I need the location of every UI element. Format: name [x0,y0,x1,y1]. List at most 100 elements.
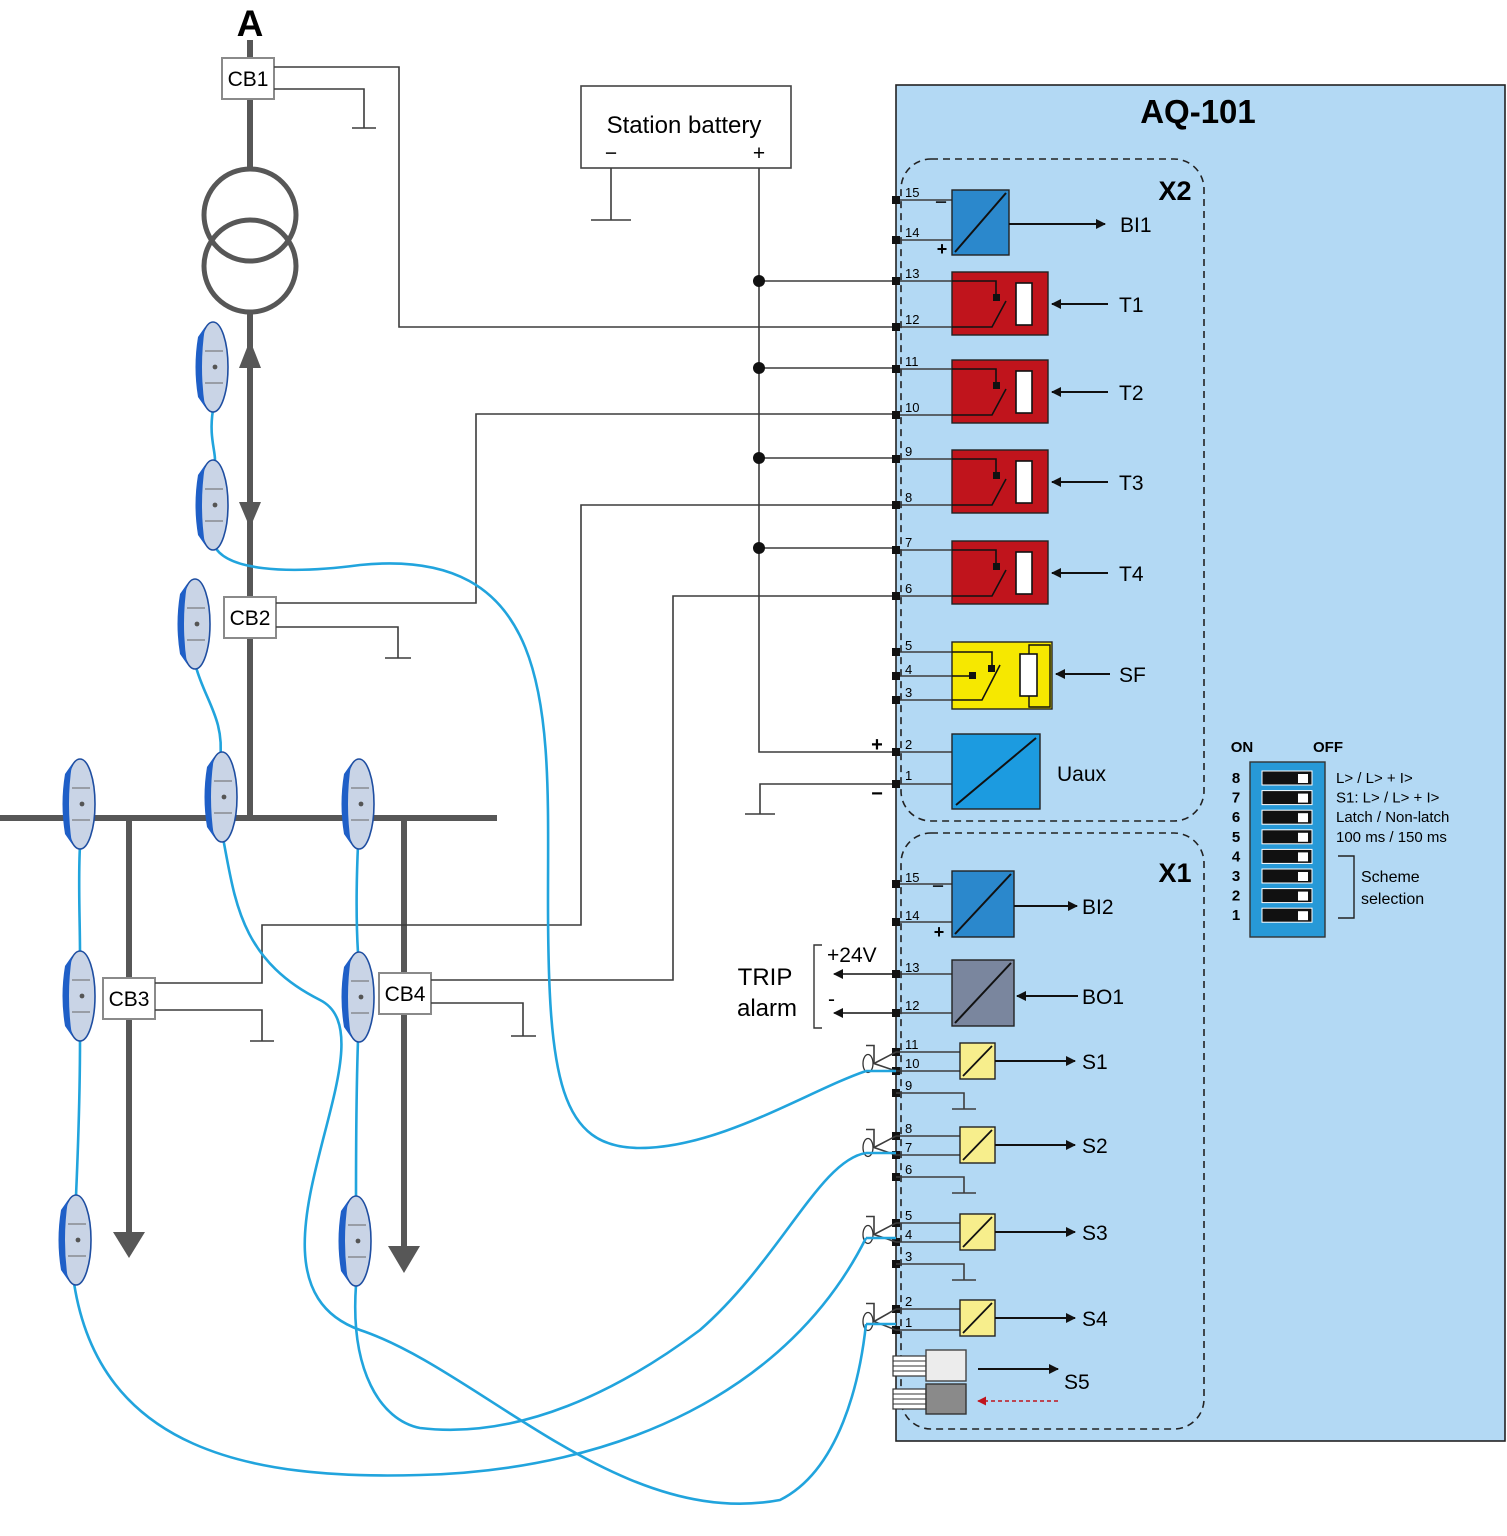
auxiliary-supply-uaux: 2 1 + − Uaux [871,733,1107,810]
t1-label: T1 [1119,294,1144,317]
battery-title: Station battery [607,112,762,139]
arc-sensor-icon [62,950,96,1042]
pin-11: 11 [905,354,919,369]
dip-switch-3: 3 [1232,868,1313,885]
trip-relay-t1: 13 12 T1 [892,266,1144,336]
plus-24v-label: +24V [827,944,877,967]
s2-label: S2 [1082,1135,1108,1158]
binary-output-bo1: 13 12 BO1 +24V - TRIP alarm [737,944,1124,1029]
x1-label: X1 [1158,858,1191,888]
circuit-breaker-cb2: CB2 [223,596,277,639]
self-supervision-relay-sf: 5 4 3 SF [892,638,1146,710]
dip-number: 8 [1232,770,1240,787]
x1-connector-group [900,832,1205,1430]
dip-switch-2: 2 [1232,888,1313,905]
uaux-minus: − [871,783,883,805]
pin-1: 1 [905,768,912,783]
cb2-label: CB2 [230,607,271,630]
pin-4: 4 [905,662,912,677]
arc-sensor-icon [58,1194,92,1286]
pin-2: 2 [905,737,912,752]
cb-control-wiring [155,66,896,1042]
arc-sensor-icon [62,758,96,850]
s5-label: S5 [1064,1371,1090,1394]
pin-9: 9 [905,444,912,459]
t3-label: T3 [1119,472,1144,495]
uaux-label: Uaux [1057,763,1107,786]
dip-description: L> / L> + I> [1336,770,1413,787]
station-battery: Station battery − + [580,85,792,169]
cb3-label: CB3 [109,988,150,1011]
minus-label: - [828,988,835,1011]
bi1-plus: + [937,239,948,259]
pin-13: 13 [905,266,919,281]
dip-switch-8: 8 L> / L> + I> [1232,770,1413,787]
x2-connector-group [900,158,1205,822]
arc-sensor-icon [341,758,375,850]
pin-9: 9 [905,1078,912,1093]
pin-2: 2 [905,1294,912,1309]
arc-sensor-icon [204,751,238,843]
pin-10: 10 [905,1056,919,1071]
x2-label: X2 [1158,176,1191,206]
binary-input-bi1: 15 14 − + BI1 [892,185,1152,259]
cb1-label: CB1 [228,68,269,91]
uaux-plus: + [871,734,883,756]
arrow-down-icon [239,502,261,528]
selection-label: selection [1361,891,1424,908]
pin-15: 15 [905,870,919,885]
trip-label: TRIP [738,964,793,991]
dip-switch-1: 1 [1232,907,1313,924]
arrow-up-icon [239,340,261,368]
battery-minus: − [605,142,617,165]
bi2-plus: + [934,922,945,942]
sensor-input-s5: S5 [892,1349,1090,1415]
bi1-label: BI1 [1120,214,1152,237]
dip-number: 1 [1232,907,1240,924]
device-title: AQ-101 [1140,93,1256,130]
dip-number: 7 [1232,790,1240,807]
outgoing-arrow-icon [388,1246,420,1273]
pin-8: 8 [905,490,912,505]
s4-label: S4 [1082,1308,1108,1331]
arc-sensor-icon [177,578,211,670]
dip-on-label: ON [1231,739,1254,756]
pin-7: 7 [905,1140,912,1155]
dip-number: 2 [1232,888,1240,905]
outgoing-arrow-icon [113,1232,145,1258]
pin-13: 13 [905,960,919,975]
circuit-breaker-cb3: CB3 [102,977,156,1020]
trip-relay-t3: 9 8 T3 [892,444,1144,514]
alarm-label: alarm [737,995,797,1022]
pin-12: 12 [905,312,919,327]
pin-5: 5 [905,1208,912,1223]
source-label: A [237,3,264,44]
cb4-label: CB4 [385,983,426,1006]
pin-14: 14 [905,225,919,240]
arc-sensor-icon [195,321,229,413]
bi2-minus: − [932,875,944,898]
battery-plus: + [753,142,765,165]
scheme-label: Scheme [1361,869,1420,886]
pin-10: 10 [905,400,919,415]
dip-description: S1: L> / L> + I> [1336,790,1440,807]
pin-14: 14 [905,908,919,923]
s3-label: S3 [1082,1222,1108,1245]
bo1-label: BO1 [1082,986,1124,1009]
dip-number: 6 [1232,809,1240,826]
bi1-minus: − [935,191,947,214]
pin-4: 4 [905,1227,912,1242]
s1-label: S1 [1082,1051,1108,1074]
arc-sensor-icon [341,951,375,1043]
t2-label: T2 [1119,382,1144,405]
battery-wiring [591,168,896,815]
